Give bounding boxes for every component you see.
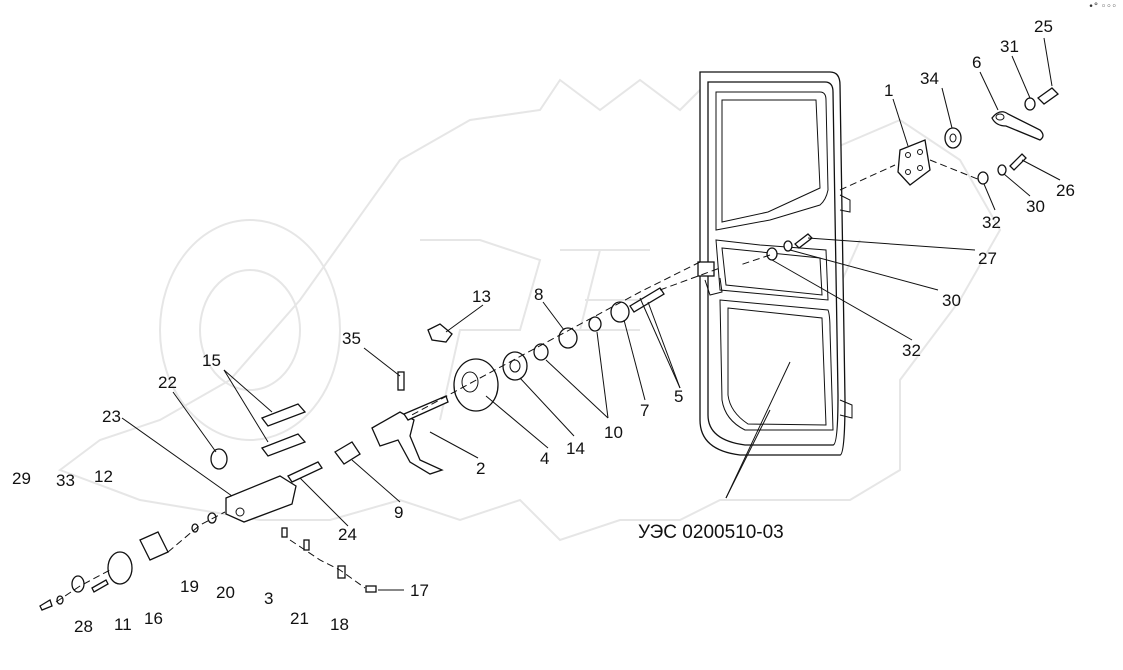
part-11-cam — [107, 551, 133, 585]
part-4-knob — [453, 358, 499, 412]
callout-25: 25 — [1034, 17, 1053, 36]
part-28-screw — [91, 579, 109, 593]
part-2-handle — [371, 411, 444, 475]
part-5-shaft — [629, 287, 665, 313]
part-34-washer — [944, 127, 962, 149]
corner-mark: •° ◦◦◦ — [1088, 2, 1117, 12]
part-29-screw — [39, 599, 53, 611]
callout-14: 14 — [566, 439, 585, 458]
callout-2: 2 — [476, 459, 485, 478]
callout-10: 10 — [604, 423, 623, 442]
callout-26: 26 — [1056, 181, 1075, 200]
callout-32a: 32 — [982, 213, 1001, 232]
part-17 — [365, 585, 377, 593]
part-6-lever — [991, 111, 1044, 141]
door-frame — [697, 71, 853, 456]
callout-32b: 32 — [902, 341, 921, 360]
part-35-pin — [397, 371, 405, 391]
assembly-lines — [55, 159, 981, 603]
callout-6: 6 — [972, 53, 981, 72]
part-30-washer — [997, 164, 1007, 176]
part-33 — [56, 595, 64, 605]
callout-7: 7 — [640, 401, 649, 420]
part-7-flange — [610, 301, 630, 323]
part-15-latch-a — [260, 403, 307, 427]
part-25-bolt — [1036, 87, 1060, 105]
callout-23: 23 — [102, 407, 121, 426]
part-26-bolt — [1009, 153, 1027, 171]
callout-29: 29 — [12, 469, 31, 488]
callout-33: 33 — [56, 471, 75, 490]
callout-22: 22 — [158, 373, 177, 392]
parts — [39, 87, 1060, 611]
part-18-spring — [337, 565, 346, 579]
part-16-cylinder — [139, 531, 169, 561]
callouts: 1 2 3 4 5 6 7 8 9 10 11 12 13 14 15 16 1… — [12, 17, 1075, 636]
callout-19: 19 — [180, 577, 199, 596]
part-15-latch-b — [260, 433, 307, 457]
part-21 — [303, 539, 310, 551]
callout-15: 15 — [202, 351, 221, 370]
part-20 — [207, 512, 217, 524]
part-32-nut — [977, 171, 989, 185]
callout-17: 17 — [410, 581, 429, 600]
callout-27: 27 — [978, 249, 997, 268]
part-8-washer — [558, 327, 578, 349]
part-23-body — [225, 475, 297, 523]
part-30-washer-lower — [783, 240, 793, 252]
callout-9: 9 — [394, 503, 403, 522]
part-31-washer — [1024, 97, 1036, 111]
callout-21: 21 — [290, 609, 309, 628]
callout-8: 8 — [534, 285, 543, 304]
part-32-nut-lower — [766, 247, 778, 261]
part-12-washer — [71, 575, 85, 593]
part-24-rod — [287, 461, 323, 483]
part-9-sleeve — [334, 441, 361, 465]
callout-4: 4 — [540, 449, 549, 468]
callout-34: 34 — [920, 69, 939, 88]
callout-20: 20 — [216, 583, 235, 602]
part-3 — [281, 527, 288, 538]
callout-16: 16 — [144, 609, 163, 628]
callout-1: 1 — [884, 81, 893, 100]
watermark — [57, 78, 1002, 542]
leader-lines — [121, 37, 1061, 591]
callout-30b: 30 — [1026, 197, 1045, 216]
callout-31: 31 — [1000, 37, 1019, 56]
callout-5: 5 — [674, 387, 683, 406]
callout-24: 24 — [338, 525, 357, 544]
drawing-code: УЭС 0200510-03 — [638, 522, 784, 543]
callout-13: 13 — [472, 287, 491, 306]
part-14-bushing — [502, 351, 528, 381]
callout-35: 35 — [342, 329, 361, 348]
part-1-hinge-plate — [897, 139, 931, 186]
part-22-ring — [210, 448, 228, 470]
part-13-clip — [427, 323, 453, 343]
part-10-washer-a — [533, 343, 549, 361]
callout-12: 12 — [94, 467, 113, 486]
callout-11: 11 — [114, 615, 132, 634]
callout-30a: 30 — [942, 291, 961, 310]
callout-3: 3 — [264, 589, 273, 608]
part-10-washer-b — [588, 316, 602, 332]
callout-18: 18 — [330, 615, 349, 634]
callout-28: 28 — [74, 617, 93, 636]
